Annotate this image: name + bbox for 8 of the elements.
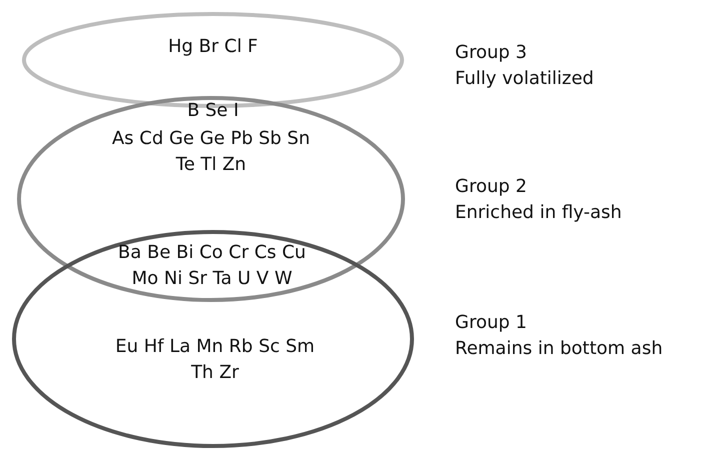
group-label: Group 1 Remains in bottom ash — [455, 311, 664, 361]
element-list: Eu Hf La Mn Rb Sc Sm Th Zr — [105, 334, 325, 386]
element-list: Hg Br Cl F — [148, 34, 278, 60]
element-list: Ba Be Bi Co Cr Cs Cu Mo Ni Sr Ta U V W — [112, 240, 312, 292]
group-label: Group 3 Fully volatilized — [455, 41, 595, 91]
element-list: B Se I — [150, 98, 276, 124]
group-label: Group 2 Enriched in fly-ash — [455, 175, 623, 225]
element-list: As Cd Ge Ge Pb Sb Sn Te Tl Zn — [101, 126, 321, 178]
